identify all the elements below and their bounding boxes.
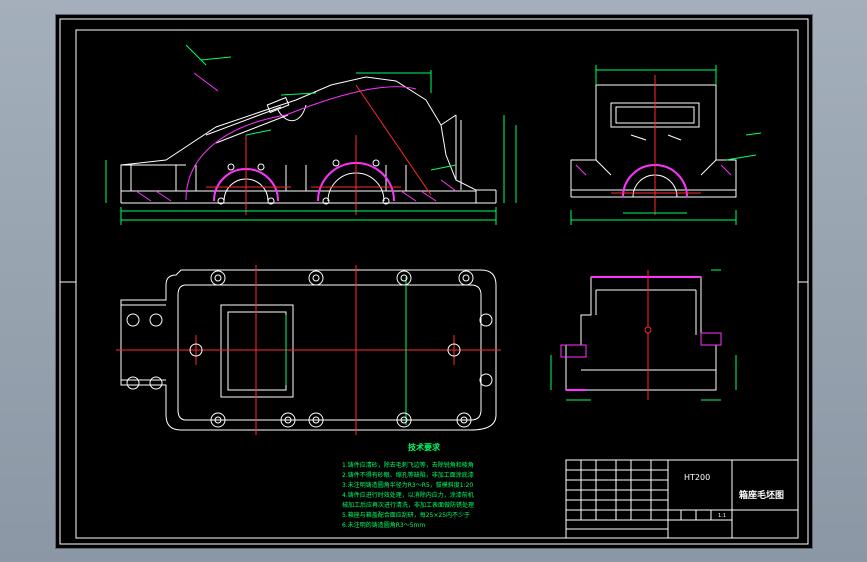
section-view-dimensions — [550, 269, 737, 401]
top-view-bolts — [126, 270, 493, 428]
title-block-drawing-name: 箱座毛坯图 — [739, 489, 784, 501]
title-block-scale: 1:1 — [718, 513, 726, 519]
note-line-4: 4.铸件应进行时效处理，以消除内应力，涂漆前机 — [342, 491, 474, 499]
top-view-centerlines — [116, 265, 501, 435]
notes-heading: 技术要求 — [408, 442, 441, 452]
front-view-centerlines — [206, 84, 432, 215]
side-view-hatch — [575, 164, 732, 198]
note-line-6: 5.箱座与箱盖配合面应刮研，每25×25内不少于 — [342, 511, 470, 519]
side-view-dimensions — [570, 65, 762, 225]
section-view-centerlines — [644, 270, 652, 400]
technical-notes: 技术要求 1.铸件应清砂，除去毛刺飞边等，去除锐角和棱角 2.铸件不得有砂眼、缩… — [342, 442, 474, 529]
front-view — [120, 76, 497, 204]
side-view — [570, 84, 737, 198]
engineering-drawing: 技术要求 1.铸件应清砂，除去毛刺飞边等，去除锐角和棱角 2.铸件不得有砂眼、缩… — [59, 18, 809, 545]
section-view — [565, 276, 717, 391]
note-line-2: 2.铸件不得有砂眼、缩孔等缺陷，非加工面涂底漆 — [342, 471, 474, 479]
front-view-bolt-holes — [217, 159, 390, 205]
note-line-5: 械加工后应再次进行清洗，非加工表面做防锈处理 — [342, 501, 474, 509]
top-view-dimensions — [285, 277, 407, 425]
side-view-centerlines — [611, 75, 701, 215]
inner-frame-border — [75, 29, 799, 539]
front-view-hatch — [135, 72, 457, 202]
note-line-1: 1.铸件应清砂，除去毛刺飞边等，去除锐角和棱角 — [342, 461, 474, 469]
note-line-3: 3.未注明铸造圆角半径为R3～R5，拔模斜度1:20 — [342, 481, 473, 489]
note-line-7: 6.未注明的铸造圆角R3～5mm — [342, 521, 425, 529]
front-view-dimensions — [105, 44, 517, 225]
title-block — [565, 459, 799, 539]
title-block-part-code: HT200 — [684, 473, 710, 482]
cad-viewport[interactable]: 技术要求 1.铸件应清砂，除去毛刺飞边等，去除锐角和棱角 2.铸件不得有砂眼、缩… — [56, 15, 812, 548]
section-view-hatch — [560, 276, 722, 391]
